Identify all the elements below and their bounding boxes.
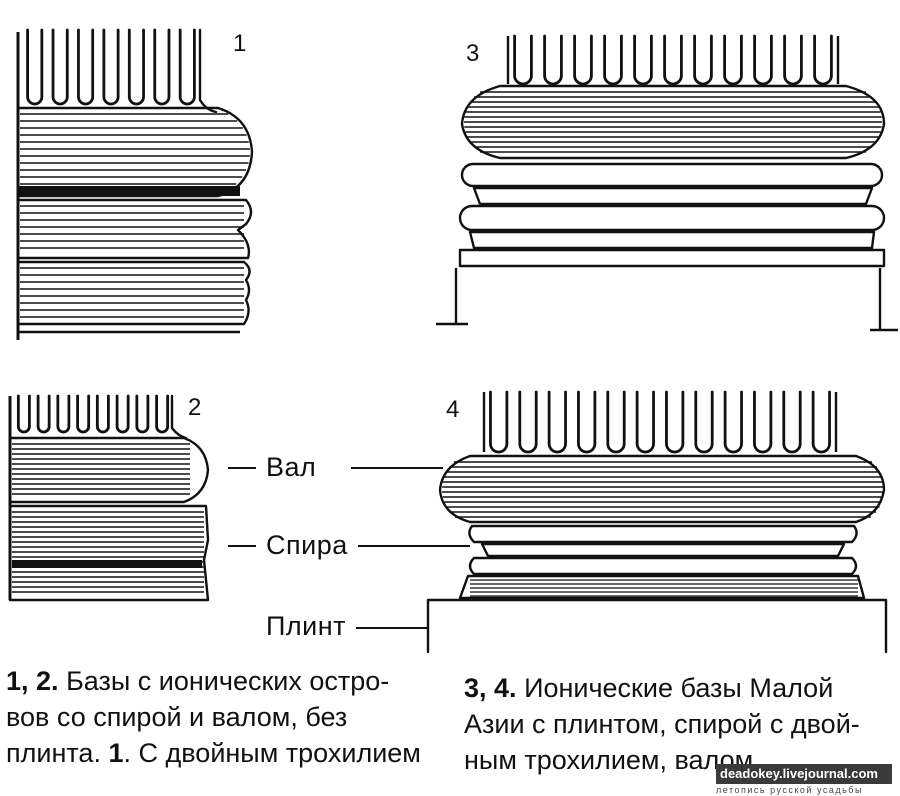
- caption-left-line3: плинта. 1. С двойным трохилием: [6, 738, 421, 768]
- column-flute: [603, 34, 623, 86]
- column-flute: [127, 28, 145, 106]
- caption-left: 1, 2. Базы с ионических остро- вов со сп…: [6, 663, 446, 771]
- figure-3-base-drawing: [436, 34, 898, 332]
- column-flute: [694, 390, 714, 454]
- figure-3-number: 3: [466, 40, 480, 67]
- figure-4-base-drawing: [426, 390, 888, 654]
- figure-2-number: 2: [188, 394, 202, 421]
- watermark-site: deadokey.livejournal.com: [716, 764, 892, 784]
- figure-3-upper-ring: [460, 162, 884, 188]
- column-flute: [76, 394, 91, 434]
- figure-3-lower-scotia: [468, 230, 876, 250]
- figure-4-upper-ring: [468, 524, 858, 544]
- figure-1-fillet-band: [18, 186, 240, 196]
- column-flute: [153, 28, 171, 106]
- caption-right-number: 3, 4.: [464, 673, 517, 703]
- figure-4-torus: [438, 454, 886, 524]
- caption-right-line3: ным трохилием, валом: [464, 745, 754, 775]
- column-flute: [813, 34, 833, 86]
- watermark: deadokey.livejournal.com летопись русско…: [716, 764, 896, 796]
- label-val: Вал: [266, 452, 317, 482]
- figure-2-torus: [8, 436, 210, 504]
- figure-1-spira-upper: [16, 198, 253, 260]
- figure-3-scotia: [472, 186, 874, 206]
- figure-2-spira-band: [12, 560, 202, 568]
- column-flute: [77, 28, 95, 106]
- column-flute: [26, 28, 44, 106]
- column-flute: [753, 390, 773, 454]
- caption-right-line2: Азии с плинтом, спирой с двой-: [464, 709, 860, 739]
- caption-left-line1: 1, 2. Базы с ионических остро-: [6, 666, 390, 696]
- figure-1-spira-lower: [16, 260, 251, 326]
- column-flute: [518, 390, 538, 454]
- column-flute: [782, 390, 802, 454]
- figure-1-base-drawing: [16, 28, 254, 340]
- figure-3-lower-ring: [458, 204, 886, 232]
- figure-2-spira: [8, 504, 210, 602]
- figure-1-shaft-edge: [198, 28, 218, 114]
- figure-4-lower-torus: [458, 574, 866, 600]
- column-flute: [51, 28, 69, 106]
- column-flute: [665, 390, 685, 454]
- figure-4-lower-ring: [468, 556, 858, 576]
- column-flute: [753, 34, 773, 86]
- label-leader-lines: [228, 467, 470, 629]
- figure-3-plinth-top: [458, 248, 886, 268]
- column-flute: [135, 394, 150, 434]
- caption-right: 3, 4. Ионические базы Малой Азии с плинт…: [464, 670, 894, 778]
- column-flute: [115, 394, 130, 434]
- column-flute: [723, 34, 743, 86]
- column-flute: [811, 390, 831, 454]
- figure-2-base-drawing: [8, 394, 210, 602]
- column-flute: [36, 394, 51, 434]
- caption-left-number: 1, 2.: [6, 666, 59, 696]
- figure-4-number: 4: [446, 396, 460, 423]
- column-flute: [633, 34, 653, 86]
- figure-2-shaft-edge: [170, 394, 188, 440]
- column-flute: [155, 394, 170, 434]
- column-flute: [56, 394, 71, 434]
- figure-4-plinth: [426, 598, 888, 654]
- column-flute: [635, 390, 655, 454]
- figure-3-torus: [460, 84, 886, 160]
- label-spira: Спира: [266, 530, 348, 560]
- column-flute: [783, 34, 803, 86]
- column-flute: [95, 394, 110, 434]
- caption-right-line1: 3, 4. Ионические базы Малой: [464, 673, 834, 703]
- column-flute: [489, 390, 509, 454]
- column-flute: [693, 34, 713, 86]
- label-plint: Плинт: [266, 611, 347, 641]
- column-flute: [573, 34, 593, 86]
- column-flute: [543, 34, 563, 86]
- figure-4-scotia: [480, 542, 846, 558]
- caption-left-line2: вов со спирой и валом, без: [6, 702, 348, 732]
- column-flute: [577, 390, 597, 454]
- watermark-tagline: летопись русской усадьбы: [716, 785, 863, 795]
- column-flute: [178, 28, 196, 106]
- column-flute: [513, 34, 533, 86]
- column-flute: [663, 34, 683, 86]
- column-flute: [547, 390, 567, 454]
- column-flute: [606, 390, 626, 454]
- column-flute: [16, 394, 31, 434]
- figure-1-number: 1: [233, 30, 247, 57]
- column-flute: [723, 390, 743, 454]
- column-flute: [102, 28, 120, 106]
